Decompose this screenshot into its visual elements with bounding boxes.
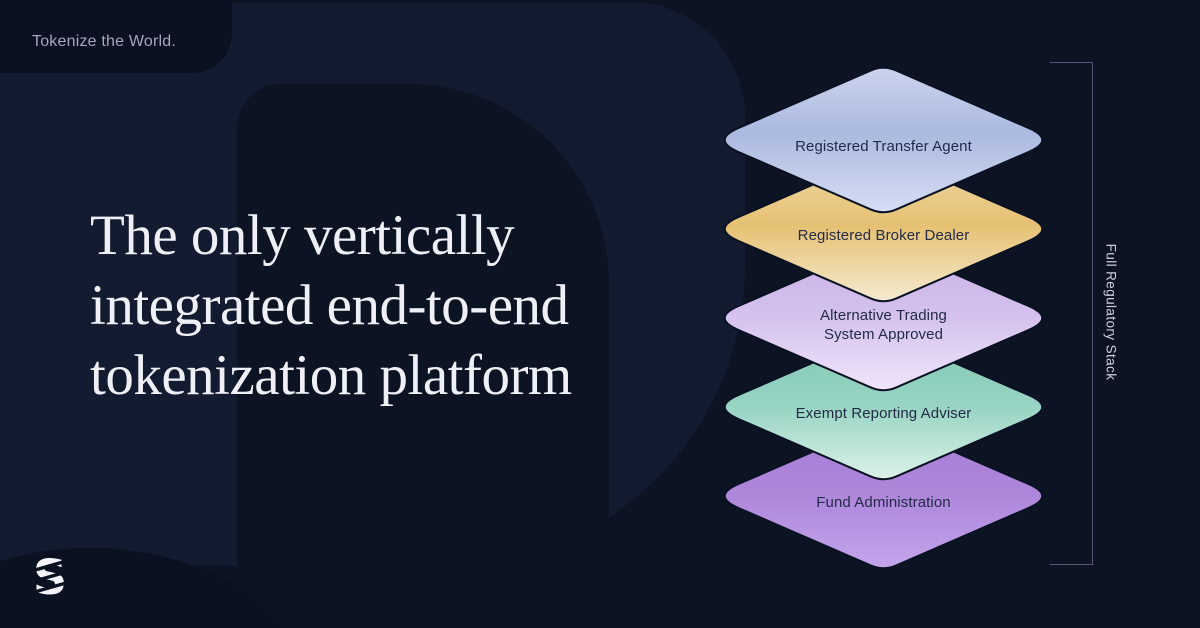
headline-line-2: integrated end-to-end <box>90 274 569 337</box>
headline-line-1: The only vertically <box>90 204 515 267</box>
layer-label-line: System Approved <box>823 325 944 343</box>
layer-label: Fund Administration <box>709 419 1058 573</box>
bracket-label: Full Regulatory Stack <box>1103 243 1119 381</box>
tagline: Tokenize the World. <box>32 33 177 50</box>
regulatory-stack-bracket <box>1050 62 1093 565</box>
layer-label-line: Fund Administration <box>816 494 951 511</box>
headline-line-3: tokenization platform <box>90 344 572 407</box>
background-ribbon-dark-center <box>237 84 609 628</box>
s-coil-icon: S <box>27 552 73 604</box>
stack-layer-fund-administration: Fund Administration <box>709 419 1058 573</box>
page-title: The only vertically integrated end-to-en… <box>90 201 690 411</box>
stack-layer-registered-transfer-agent: Registered Transfer Agent <box>709 63 1058 217</box>
layer-label-line: Alternative Trading <box>820 306 947 324</box>
layer-label-line: Registered Transfer Agent <box>795 138 972 155</box>
diamond-shape <box>723 66 1044 214</box>
stack-layer-registered-broker-dealer: Registered Broker Dealer <box>709 152 1058 306</box>
layer-label-line: Exempt Reporting Adviser <box>795 405 972 422</box>
layer-label: Alternative Trading System Approved <box>709 241 1058 395</box>
layer-label-line: Registered Broker Dealer <box>797 227 970 244</box>
stack-layer-exempt-reporting-adviser: Exempt Reporting Adviser <box>709 330 1058 484</box>
stack-layer-alternative-trading-system: Alternative Trading System Approved <box>709 241 1058 395</box>
background-ribbon-dark-topleft <box>0 0 232 73</box>
layer-label: Exempt Reporting Adviser <box>709 330 1058 484</box>
layer-label: Registered Broker Dealer <box>709 152 1058 306</box>
securitize-s-logo: S <box>27 552 73 609</box>
layer-label: Registered Transfer Agent <box>709 63 1058 217</box>
